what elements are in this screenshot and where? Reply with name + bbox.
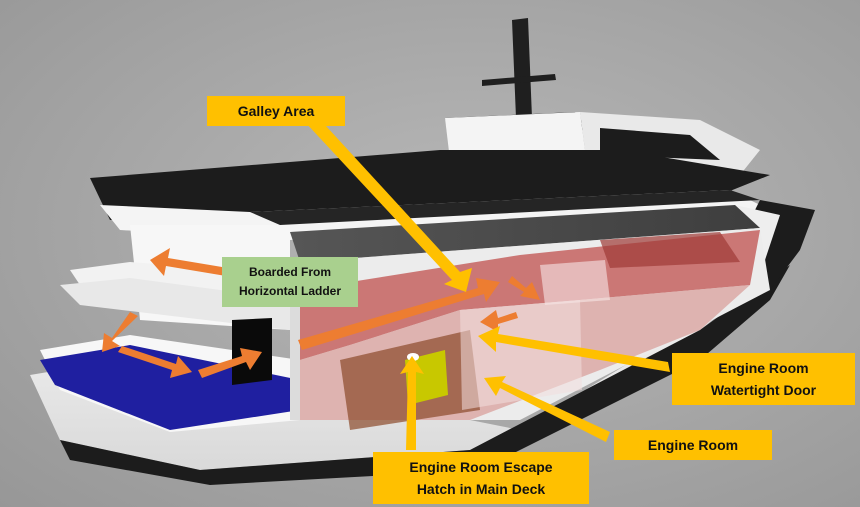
route-arrows (102, 248, 540, 378)
boarded-from-ladder-callout: Boarded From Horizontal Ladder (222, 257, 358, 307)
arrow-deck-right-2 (198, 348, 262, 378)
arrow-stern-down (102, 312, 138, 352)
watertight-door-callout: Engine Room Watertight Door (672, 353, 855, 405)
arrow-galley-down (508, 276, 540, 300)
pointer-galley (305, 114, 472, 292)
pointer-engine-room (484, 376, 610, 442)
pointer-watertight-door (478, 326, 670, 372)
watertight-label-line1: Engine Room (718, 360, 809, 376)
hatch-label-line2: Hatch in Main Deck (416, 481, 546, 497)
galley-area-label: Galley Area (237, 103, 315, 119)
engine-room-callout: Engine Room (614, 430, 772, 460)
boarded-label-line1: Boarded From (248, 265, 331, 279)
galley-area-callout: Galley Area (207, 96, 345, 126)
arrow-door-left (480, 310, 518, 332)
escape-hatch-callout: Engine Room Escape Hatch in Main Deck (373, 452, 589, 504)
watertight-label-line2: Watertight Door (710, 382, 817, 398)
arrow-upper-deck (150, 248, 228, 276)
mast (482, 18, 556, 118)
hatch-label-line1: Engine Room Escape (409, 459, 553, 475)
boarded-label-line2: Horizontal Ladder (238, 284, 341, 298)
arrow-galley-main (298, 278, 500, 350)
pointer-arrows (305, 114, 670, 450)
engine-room-label: Engine Room (647, 437, 739, 453)
arrow-deck-right-1 (118, 346, 192, 378)
pointer-escape-hatch (400, 356, 424, 450)
